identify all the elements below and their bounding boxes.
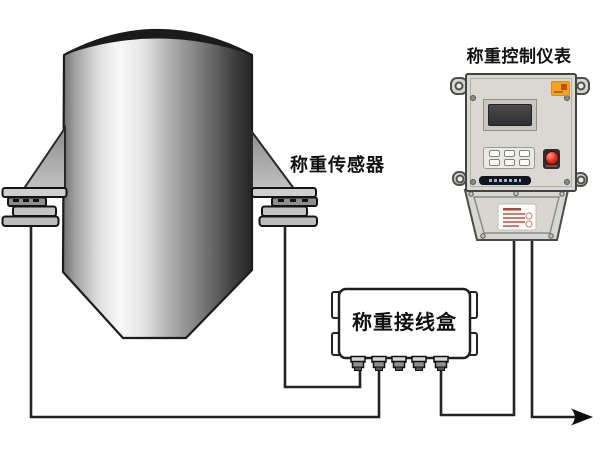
- sticker-line: [554, 91, 563, 93]
- cable-glands: [350, 355, 449, 371]
- gusset-left: [21, 124, 66, 191]
- silo-body: [61, 29, 254, 340]
- gland: [350, 355, 366, 371]
- cable-junction-to-controller: [439, 241, 516, 417]
- keypad-row: [484, 159, 534, 166]
- ear-hole: [576, 81, 586, 91]
- display-screen: [488, 104, 532, 126]
- nameplate-text: [489, 179, 521, 182]
- controller-front-panel: [465, 73, 577, 192]
- display-bezel: [483, 99, 537, 131]
- label-controller: 称重控制仪表: [466, 47, 572, 67]
- nameplate-strip: [479, 176, 531, 185]
- ear-hole: [455, 174, 464, 183]
- keypad-key: [488, 150, 500, 157]
- red-button-icon: [545, 151, 559, 165]
- red-button-label: [546, 165, 557, 167]
- gland: [391, 355, 407, 371]
- gusset-right: [251, 128, 297, 191]
- keypad-key: [503, 159, 515, 166]
- controller-terminal-cover: [463, 189, 570, 241]
- panel-inset: [470, 78, 572, 187]
- cable-controller-output: [530, 241, 576, 419]
- hopper-silo: [61, 29, 254, 340]
- cable-left-loadcell: [29, 226, 381, 419]
- gland: [433, 355, 449, 371]
- label-load-cell: 称重传感器: [290, 155, 385, 176]
- screw-icon: [470, 179, 476, 185]
- weighing-controller: [448, 70, 590, 192]
- keypad: [483, 147, 535, 169]
- ear-hole: [454, 81, 464, 91]
- keypad-key: [503, 150, 515, 157]
- gland: [411, 355, 427, 371]
- keypad-key: [518, 150, 530, 157]
- cover-spec-label: [497, 203, 537, 231]
- screw-icon: [564, 95, 570, 101]
- gland: [371, 355, 387, 371]
- keypad-key: [488, 159, 500, 166]
- screw-icon: [470, 95, 476, 101]
- load-cell-right: [251, 187, 318, 227]
- silo-top-rim: [64, 30, 252, 55]
- arrow-right-icon: [571, 408, 593, 426]
- cables: [29, 226, 576, 419]
- label-junction-box: 称重接线盒: [352, 310, 457, 334]
- emergency-button-base: [543, 149, 560, 169]
- warning-sticker: [552, 82, 569, 95]
- sticker-mark: [561, 84, 567, 90]
- junction-box: [331, 287, 478, 371]
- keypad-key: [518, 159, 530, 166]
- ear-hole: [576, 175, 585, 184]
- cable-right-loadcell: [283, 226, 362, 389]
- load-cell-left: [1, 187, 68, 227]
- mounting-ear-icon: [450, 77, 468, 95]
- screw-icon: [564, 179, 570, 185]
- keypad-row: [484, 150, 534, 157]
